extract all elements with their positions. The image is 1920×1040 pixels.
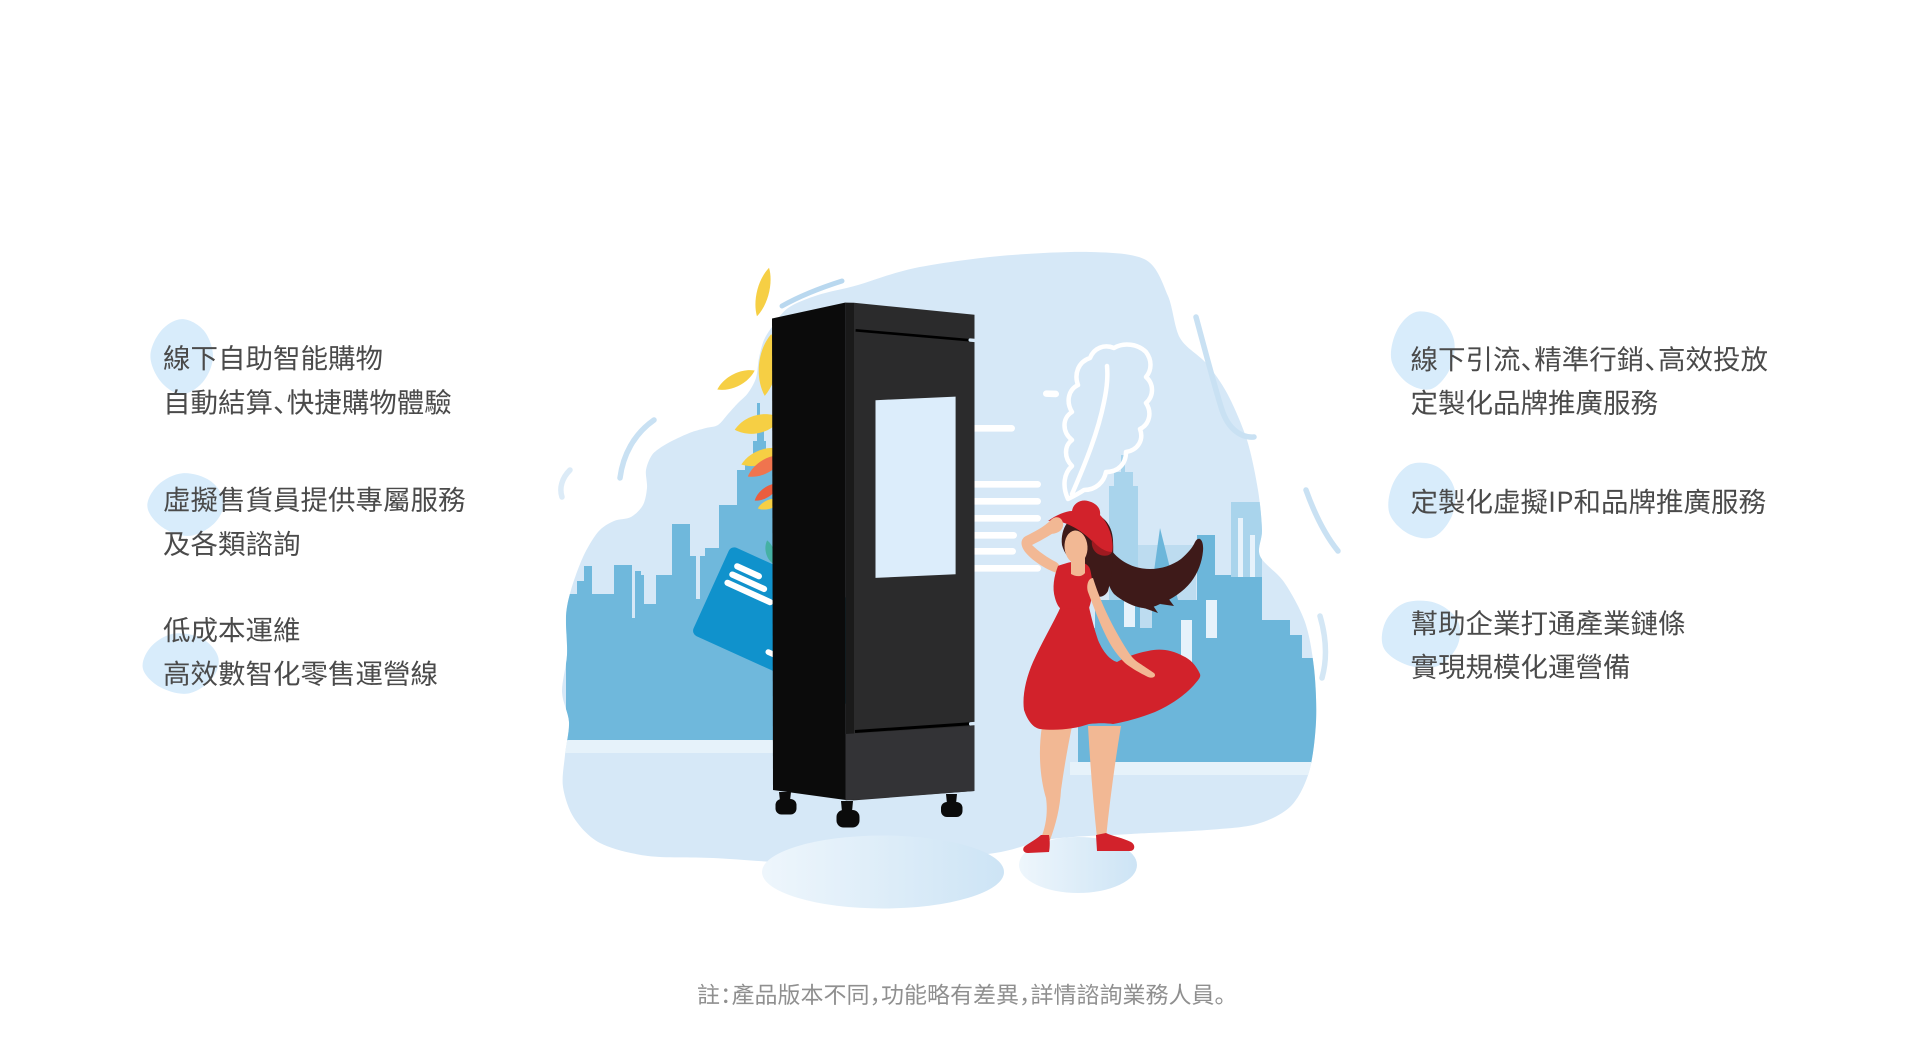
text-halos bbox=[142, 311, 1461, 694]
feature-right-2-line-1-glyphs bbox=[1411, 488, 1766, 515]
halo-feature-right-2 bbox=[1388, 462, 1456, 539]
feature-right-3-line-2-glyphs bbox=[1411, 653, 1629, 680]
feature-right-1-line-2-glyphs bbox=[1411, 389, 1658, 416]
decorative-lines bbox=[558, 278, 1341, 681]
kiosk bbox=[772, 302, 980, 828]
halo-feature-right-3 bbox=[1381, 600, 1461, 668]
leaf-doodle-icon bbox=[1062, 342, 1155, 502]
woman-in-red bbox=[1021, 500, 1204, 853]
feature-left-1-line-2-glyphs bbox=[167, 389, 451, 415]
feature-left-3-line-1-glyphs bbox=[163, 616, 300, 643]
kiosk-shadow bbox=[762, 835, 1004, 909]
kiosk-screen bbox=[875, 396, 956, 578]
halo-feature-right-1 bbox=[1390, 311, 1455, 390]
footnote-glyphs bbox=[698, 983, 1223, 1006]
feature-right-1-line-1-glyphs bbox=[1411, 345, 1768, 372]
